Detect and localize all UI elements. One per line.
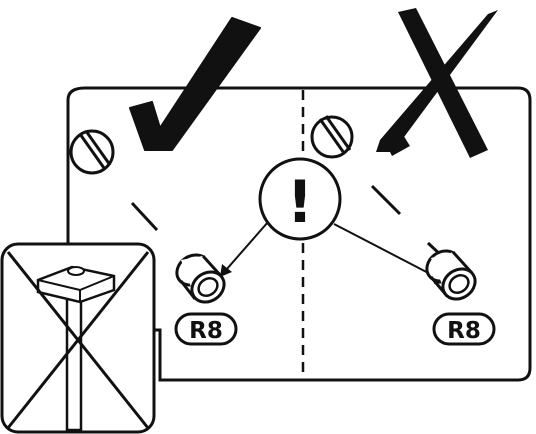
warning-icon: ! bbox=[258, 157, 342, 241]
warning-arrow-right bbox=[333, 223, 439, 279]
right-fitting-cylinder-icon bbox=[425, 241, 477, 301]
warning-symbol: ! bbox=[287, 168, 313, 236]
right-fitting-angled-icon bbox=[310, 115, 354, 159]
warning-arrowhead-left bbox=[220, 264, 232, 277]
left-motion-dash bbox=[130, 201, 159, 232]
left-r8-label: R8 bbox=[189, 318, 223, 344]
left-fitting-cylinder-icon bbox=[175, 253, 226, 304]
hammer-handle-icon bbox=[65, 294, 83, 432]
warning-arrow-left bbox=[225, 221, 269, 271]
x-mark-icon bbox=[376, 8, 498, 158]
check-mark-icon bbox=[129, 17, 261, 151]
hammer-head-icon bbox=[36, 265, 116, 304]
right-motion-dash bbox=[370, 184, 402, 216]
main-panel-frame bbox=[66, 86, 532, 382]
left-fitting-angled-icon bbox=[69, 129, 115, 175]
right-r8-badge: R8 bbox=[432, 312, 496, 346]
no-hammer-inset bbox=[0, 242, 156, 434]
left-r8-badge: R8 bbox=[174, 312, 238, 346]
right-r8-label: R8 bbox=[447, 318, 481, 344]
